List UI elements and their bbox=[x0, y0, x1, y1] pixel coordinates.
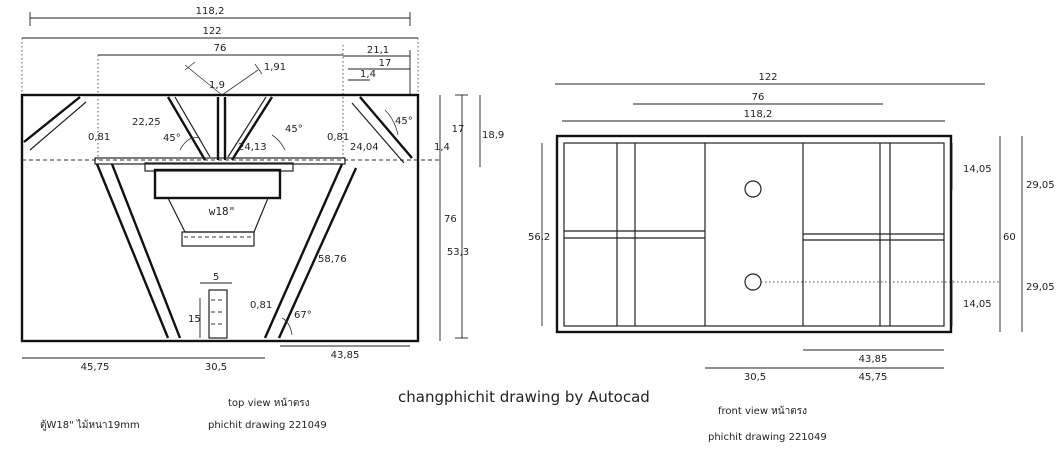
dim-76: 76 bbox=[97, 43, 344, 160]
front-view-subcaption: phichit drawing 221049 bbox=[708, 432, 827, 443]
dim-76-front: 76 bbox=[633, 92, 883, 105]
dim-label: 118,2 bbox=[196, 6, 225, 17]
front-outline bbox=[555, 134, 953, 334]
dim-label: 30,5 bbox=[205, 362, 227, 373]
front-view: 122 76 118,2 56,2 bbox=[528, 72, 1055, 443]
driver-label: w18" bbox=[209, 205, 236, 218]
dim-label: 1,4 bbox=[360, 69, 376, 80]
baffle-board bbox=[94, 157, 346, 165]
dim-label: 21,1 bbox=[367, 45, 389, 56]
dim-label: 45,75 bbox=[81, 362, 110, 373]
dim-label: 53,3 bbox=[447, 247, 469, 258]
dim-label: 67° bbox=[294, 310, 312, 321]
driver-w18: w18" bbox=[144, 162, 294, 247]
dim-label: 22,25 bbox=[132, 117, 161, 128]
dim-front-bottom: 43,85 30,5 45,75 bbox=[705, 349, 944, 383]
dim-118-2: 118,2 bbox=[29, 6, 411, 26]
top-view: 118,2 122 76 21,1 17 1,4 bbox=[20, 6, 504, 431]
dim-label: 0,81 bbox=[250, 300, 272, 311]
dim-label: 1,91 bbox=[264, 62, 286, 73]
dim-label: 60 bbox=[1003, 232, 1016, 243]
dim-label: 56,2 bbox=[528, 232, 550, 243]
dim-bottom: 45,75 30,5 43,85 bbox=[22, 345, 410, 373]
dim-label: 17 bbox=[452, 124, 465, 135]
dim-label: 29,05 bbox=[1026, 282, 1055, 293]
dim-122-front: 122 bbox=[555, 72, 985, 85]
dim-label: 58,76 bbox=[318, 254, 347, 265]
dim-label: 1,9 bbox=[209, 80, 225, 91]
dim-label: 45° bbox=[285, 124, 303, 135]
front-view-caption: front view หน้าตรง bbox=[718, 405, 807, 417]
dim-label: 29,05 bbox=[1026, 180, 1055, 191]
dim-label: 45° bbox=[395, 116, 413, 127]
dim-label: 122 bbox=[758, 72, 777, 83]
dim-label: 24,13 bbox=[238, 142, 267, 153]
dim-label: 0,81 bbox=[327, 132, 349, 143]
dim-label: 43,85 bbox=[331, 350, 360, 361]
dim-right-vertical: 76 17 18,9 53,3 bbox=[439, 94, 504, 341]
drawing-credit: changphichit drawing by Autocad bbox=[398, 388, 650, 406]
top-view-subcaption: phichit drawing 221049 bbox=[208, 420, 327, 431]
dim-label: 24,04 bbox=[350, 142, 379, 153]
port: 5 15 bbox=[188, 272, 232, 339]
dim-label: 76 bbox=[444, 214, 457, 225]
dim-front-right: 14,05 14,05 60 29,05 29,05 bbox=[951, 136, 1055, 332]
dim-label: 45,75 bbox=[859, 372, 888, 383]
dim-top-center: 1,9 1,91 bbox=[184, 61, 286, 96]
dim-label: 5 bbox=[213, 272, 219, 283]
enclosure-note: ตู้W18" ไม้หนา19mm bbox=[40, 419, 140, 431]
enclosure-outline bbox=[20, 93, 420, 343]
dim-label: 14,05 bbox=[963, 299, 992, 310]
mounting-hole bbox=[744, 180, 762, 198]
dim-label: 76 bbox=[214, 43, 227, 54]
dim-label: 30,5 bbox=[744, 372, 766, 383]
dim-label: 76 bbox=[752, 92, 765, 103]
dim-label: 17 bbox=[379, 58, 392, 69]
dim-label: 15 bbox=[188, 314, 201, 325]
dim-56-2: 56,2 bbox=[528, 143, 550, 326]
mounting-hole bbox=[744, 273, 762, 291]
dim-label: 1,4 bbox=[434, 142, 450, 153]
dim-label: 118,2 bbox=[744, 109, 773, 120]
dim-label: 43,85 bbox=[859, 354, 888, 365]
dim-122: 122 bbox=[21, 26, 419, 95]
dim-label: 122 bbox=[202, 26, 221, 37]
dim-label: 0,81 bbox=[88, 132, 110, 143]
dim-118-2-front: 118,2 bbox=[562, 109, 945, 122]
dim-label: 18,9 bbox=[482, 130, 504, 141]
dim-right-top: 21,1 17 1,4 bbox=[343, 45, 411, 95]
top-view-caption: top view หน้าตรง bbox=[228, 397, 310, 409]
dim-label: 45° bbox=[163, 133, 181, 144]
dim-label: 14,05 bbox=[963, 164, 992, 175]
